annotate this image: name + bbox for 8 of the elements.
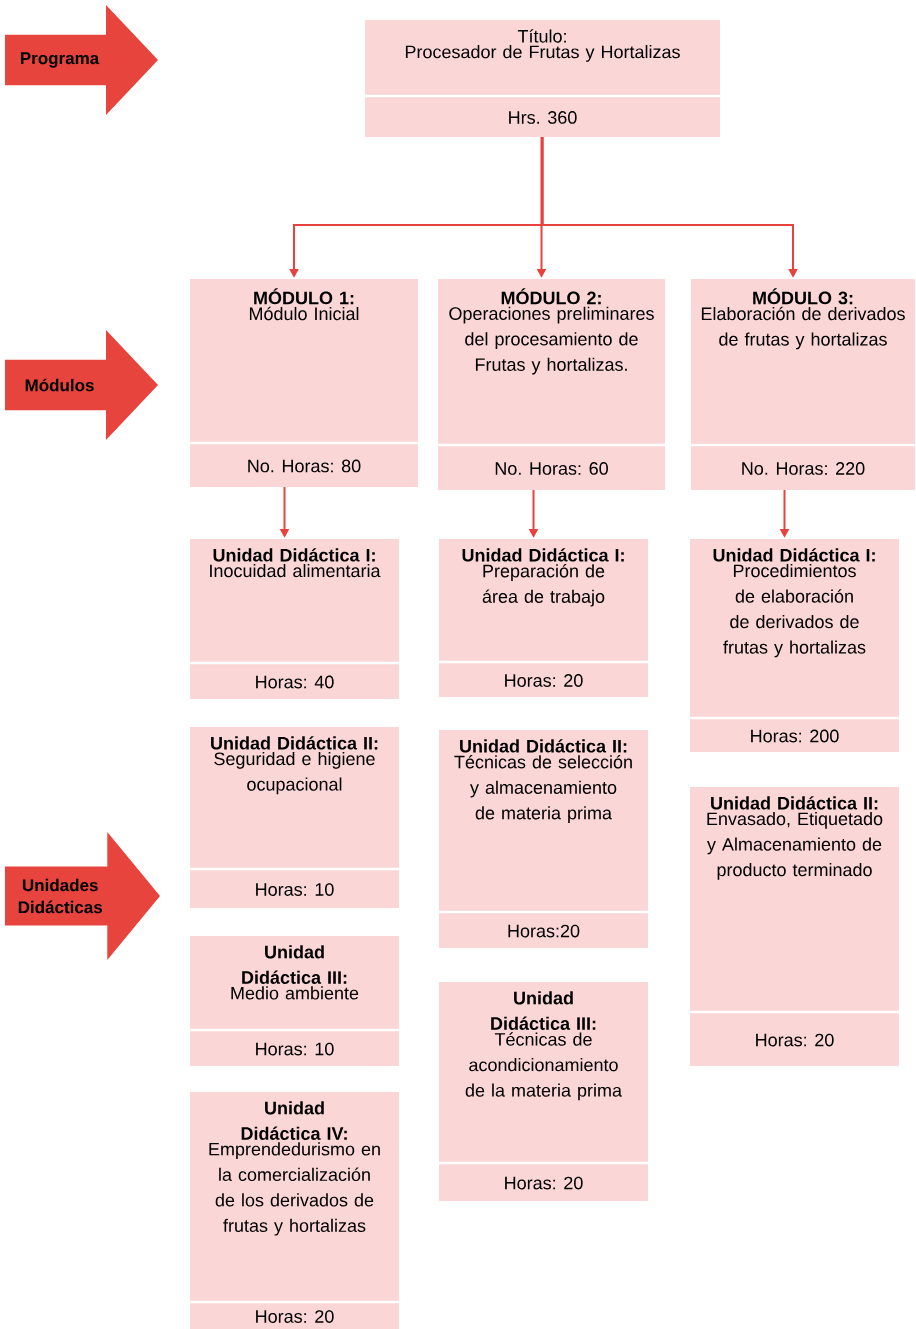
unit-box: Unidad Didáctica III: Medio ambiente Horas: 10	[190, 936, 399, 1066]
unit-box: Unidad Didáctica II: Envasado, Etiquetado y Almacenamiento de producto terminado Horas: 20	[690, 787, 899, 1066]
unit-box: Unidad Didáctica III: Técnicas de acondicionamiento de la materia prima Horas: 20	[439, 982, 648, 1201]
module-box: MÓDULO 1: Módulo Inicial No. Horas: 80	[190, 279, 418, 487]
title-box: Título: Procesador de Frutas y Hortalizas Hrs. 360	[365, 20, 720, 137]
unit-box: Unidad Didáctica II: Seguridad e higiene ocupacional Horas: 10	[190, 727, 399, 908]
unit-box: Unidad Didáctica I: Preparación de área de trabajo Horas: 20	[439, 539, 648, 697]
unit-box: Unidad Didáctica IV: Emprendedurismo en la comercialización de los derivados de frutas y hortalizas Horas: 20	[190, 1092, 399, 1329]
